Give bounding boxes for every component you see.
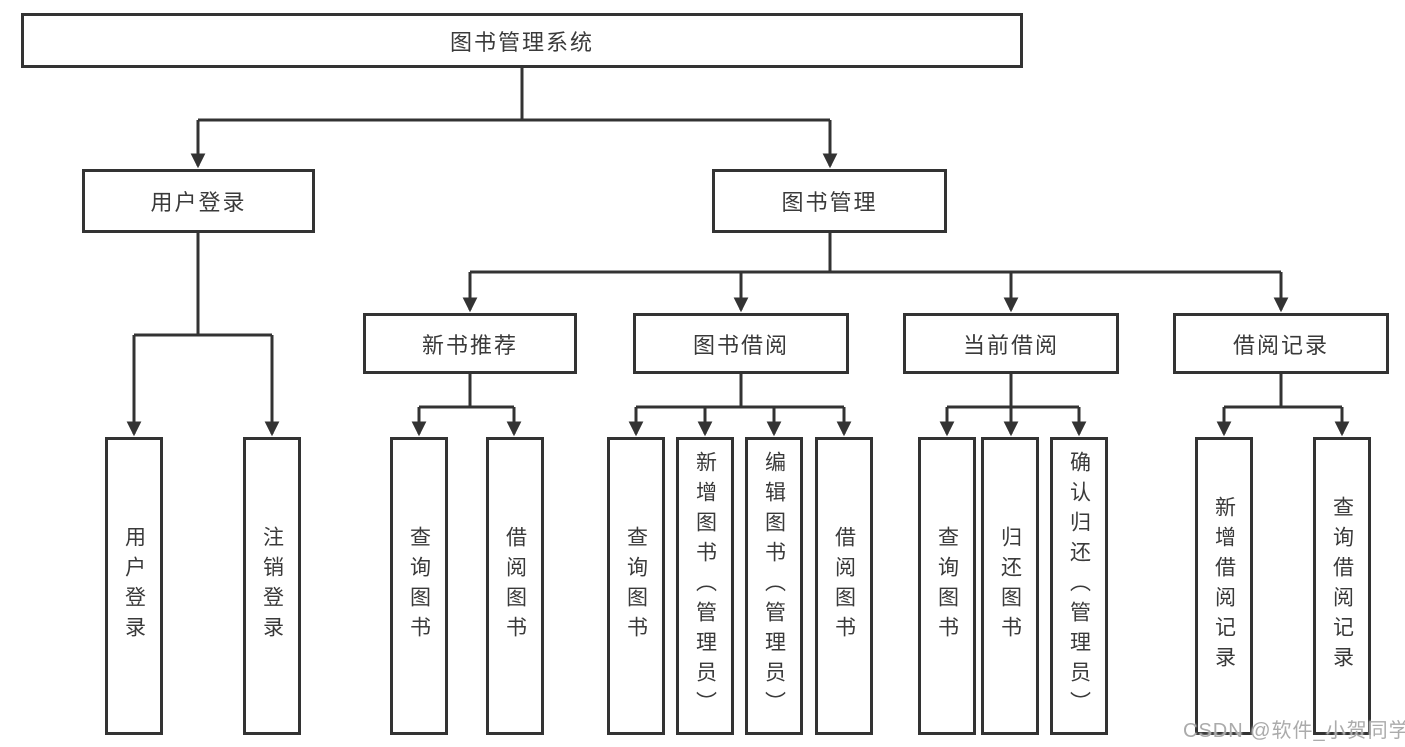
node-leaf-add-borrow-record: 新增借阅记录 — [1195, 437, 1253, 735]
node-label: 借阅图书 — [832, 526, 856, 646]
node-leaf-user-login: 用户登录 — [105, 437, 163, 735]
node-leaf-query-books-recommend: 查询图书 — [390, 437, 448, 735]
node-leaf-edit-books-admin: 编辑图书（管理员） — [745, 437, 803, 735]
node-label: 当前借阅 — [962, 332, 1059, 358]
node-label: 新增借阅记录 — [1212, 496, 1236, 676]
node-label: 编辑图书（管理员） — [762, 451, 786, 721]
csdn-watermark: CSDN @软件_小贺同学 — [1183, 720, 1405, 742]
node-label: 查询图书 — [407, 526, 431, 646]
node-user-login: 用户登录 — [82, 169, 315, 233]
node-label: 借阅记录 — [1232, 332, 1329, 358]
node-label: 图书管理 — [781, 190, 878, 215]
node-label: 用户登录 — [150, 190, 247, 215]
node-label: 查询图书 — [624, 526, 648, 646]
node-label: 借阅图书 — [503, 526, 527, 646]
node-leaf-query-books-current: 查询图书 — [918, 437, 976, 735]
node-label: 查询图书 — [935, 526, 959, 646]
node-book-borrow: 图书借阅 — [633, 313, 849, 374]
node-label: 用户登录 — [122, 526, 146, 646]
node-label: 图书管理系统 — [449, 29, 594, 55]
node-leaf-add-books-admin: 新增图书（管理员） — [676, 437, 734, 735]
node-label: 图书借阅 — [692, 332, 789, 358]
node-leaf-return-books: 归还图书 — [981, 437, 1039, 735]
node-leaf-query-books: 查询图书 — [607, 437, 665, 735]
node-label: 确认归还（管理员） — [1067, 451, 1091, 721]
node-leaf-query-borrow-record: 查询借阅记录 — [1313, 437, 1371, 735]
node-label: 归还图书 — [998, 526, 1022, 646]
node-label: 新增图书（管理员） — [693, 451, 717, 721]
node-leaf-borrow-books-recommend: 借阅图书 — [486, 437, 544, 735]
node-leaf-borrow-books: 借阅图书 — [815, 437, 873, 735]
node-leaf-confirm-return-admin: 确认归还（管理员） — [1050, 437, 1108, 735]
node-borrow-record: 借阅记录 — [1173, 313, 1389, 374]
node-new-book-recommend: 新书推荐 — [363, 313, 577, 374]
node-leaf-logout: 注销登录 — [243, 437, 301, 735]
node-label: 注销登录 — [260, 526, 284, 646]
node-label: 查询借阅记录 — [1330, 496, 1354, 676]
node-label: 新书推荐 — [421, 332, 518, 358]
node-book-management: 图书管理 — [712, 169, 947, 233]
node-current-borrow: 当前借阅 — [903, 313, 1119, 374]
node-library-management-system: 图书管理系统 — [21, 13, 1023, 68]
